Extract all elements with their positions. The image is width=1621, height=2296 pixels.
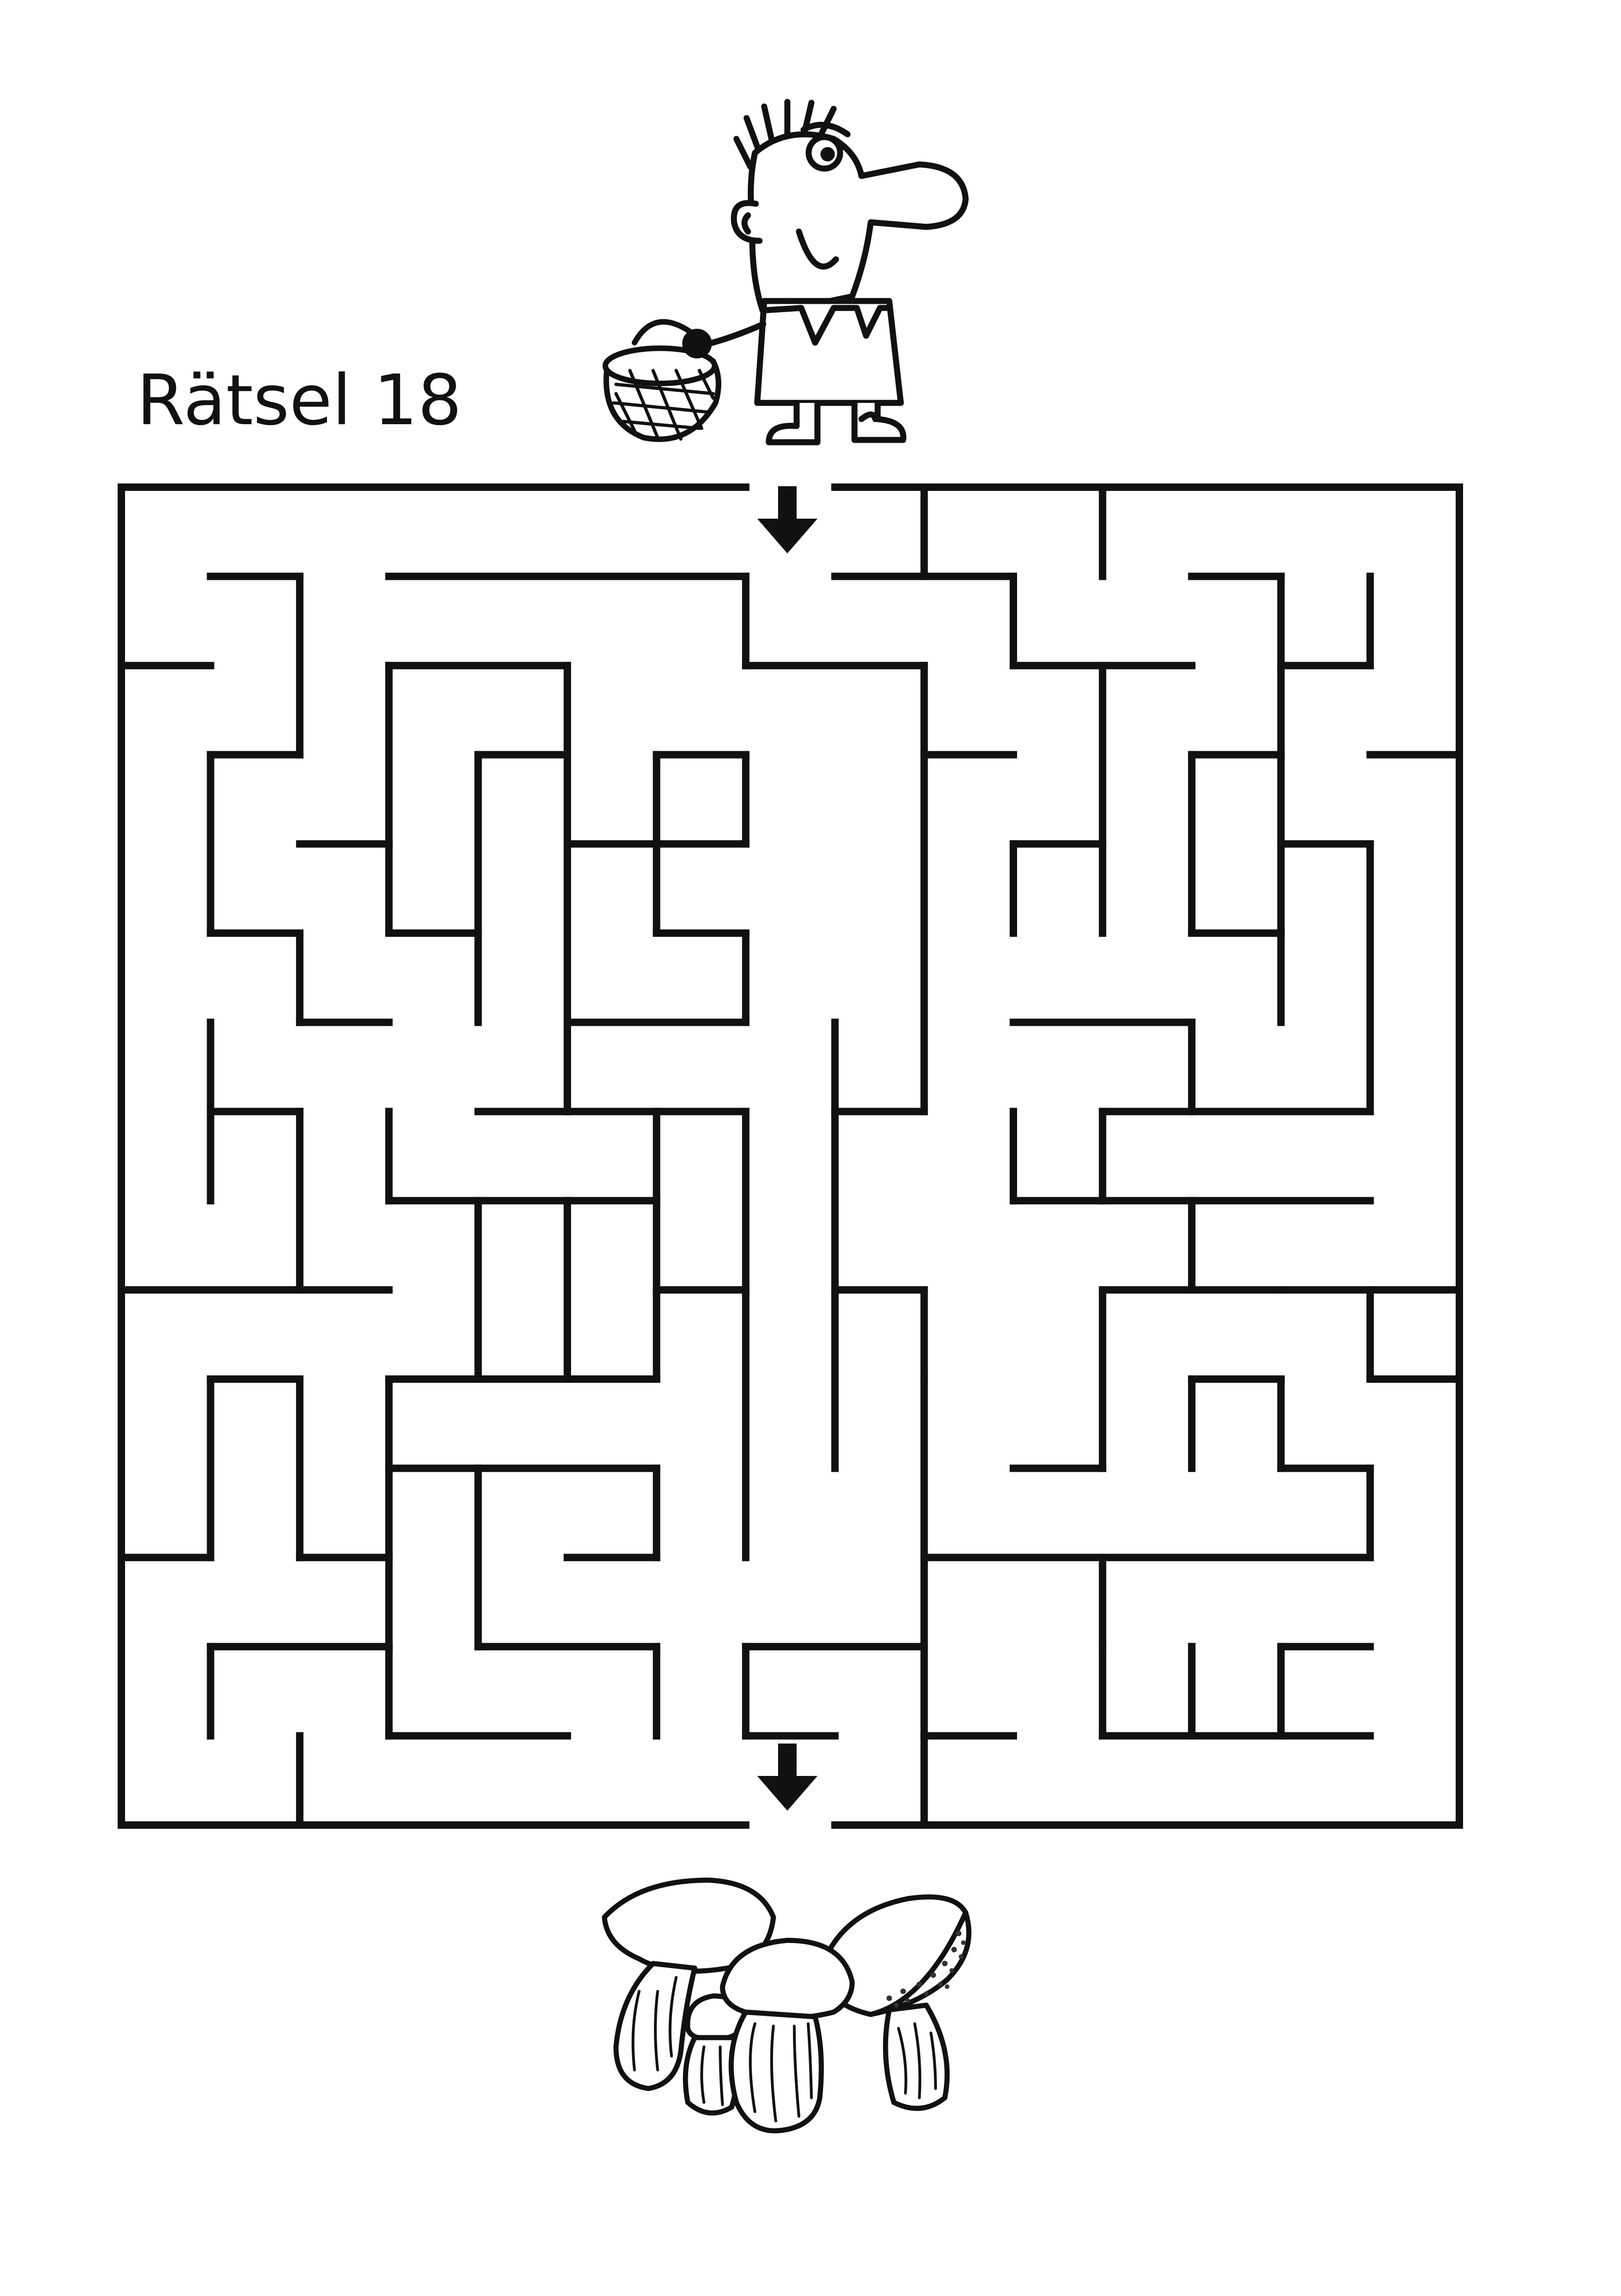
page-title: Rätsel 18 [137,360,462,441]
maze-walls [118,483,1463,1829]
